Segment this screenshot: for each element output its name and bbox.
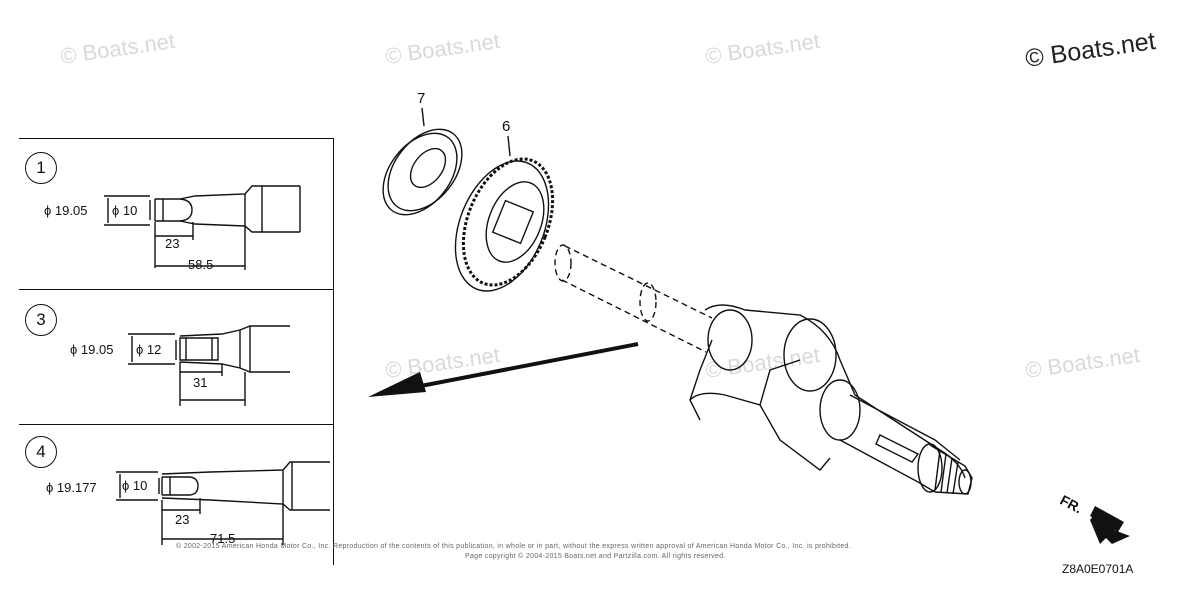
inset-divider (19, 138, 333, 139)
washer-drawing (382, 107, 463, 216)
inner-diameter-label: ϕ 10 (122, 478, 148, 493)
shaft-end-detail-3 (128, 325, 290, 406)
inner-diameter-label: ϕ 10 (112, 203, 138, 218)
diagram-code: Z8A0E0701A (1062, 562, 1134, 576)
inner-diameter-label: ϕ 12 (136, 342, 162, 357)
copyright-notice: © 2002-2015 American Honda Motor Co., In… (176, 543, 851, 550)
inset-divider (19, 289, 333, 290)
outer-diameter-label: ϕ 19.05 (44, 203, 88, 218)
long-length-label: 58.5 (188, 257, 214, 272)
shaft-end-detail-1 (104, 185, 301, 270)
front-direction-arrow (1090, 506, 1130, 544)
callout-1: 1 (25, 152, 57, 184)
gear-drawing (454, 135, 555, 292)
inset-border (333, 138, 334, 565)
long-length-label: 71.5 (210, 531, 236, 546)
shaft-end-detail-4 (116, 461, 330, 545)
part-number-7: 7 (417, 90, 426, 107)
crankshaft-body (554, 244, 973, 495)
page-copyright: Page copyright © 2004-2015 Boats.net and… (465, 553, 726, 560)
part-number-6: 6 (502, 118, 511, 135)
callout-3: 3 (25, 304, 57, 336)
short-length-label: 23 (165, 236, 180, 251)
inset-divider (19, 424, 333, 425)
outer-diameter-label: ϕ 19.177 (46, 480, 97, 495)
callout-4: 4 (25, 436, 57, 468)
outer-diameter-label: ϕ 19.05 (70, 342, 114, 357)
short-length-label: 31 (193, 375, 208, 390)
short-length-label: 23 (175, 512, 190, 527)
detail-arrow (368, 342, 639, 397)
